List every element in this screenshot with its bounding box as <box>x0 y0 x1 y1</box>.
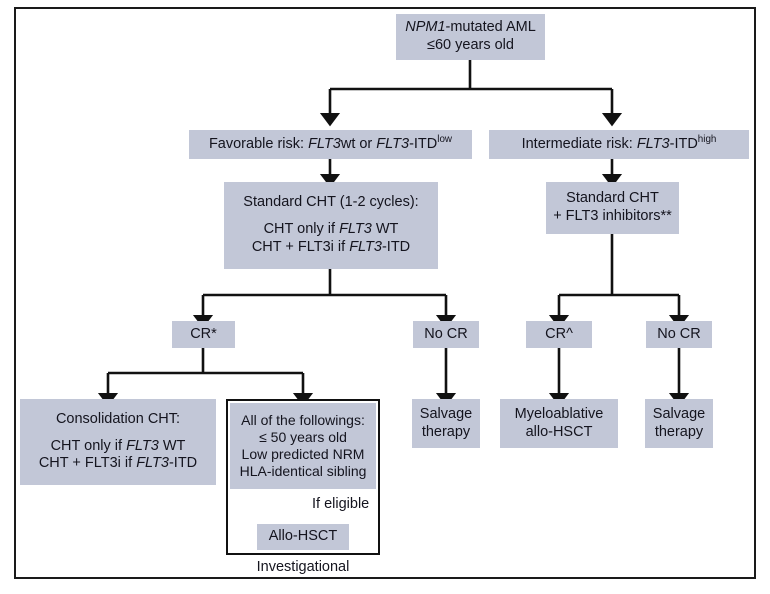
node-salvage-therapy-favorable: Salvage therapy <box>412 399 480 448</box>
node-no-cr-favorable: No CR <box>413 321 479 348</box>
node-favorable-risk: Favorable risk: FLT3wt or FLT3-ITDlow <box>189 130 472 159</box>
no-cr-intermediate-label: No CR <box>657 325 701 342</box>
standard-cht-left-line-3: CHT + FLT3i if FLT3-ITD <box>251 238 411 255</box>
node-myeloablative-allo-hsct: Myeloablative allo-HSCT <box>500 399 618 448</box>
allo-hsct-label: Allo-HSCT <box>268 528 338 545</box>
criteria-line-1: All of the followings: <box>241 411 365 428</box>
node-allo-hsct: Allo-HSCT <box>257 524 349 550</box>
criteria-line-4: HLA-identical sibling <box>239 463 367 480</box>
salvage-left-line-2: therapy <box>421 423 471 440</box>
standard-cht-left-line-1: Standard CHT (1-2 cycles): <box>243 194 419 211</box>
salvage-right-line-2: therapy <box>654 423 704 440</box>
node-intermediate-risk: Intermediate risk: FLT3-ITDhigh <box>489 130 749 159</box>
root-line-2: ≤60 years old <box>427 37 514 53</box>
edge-label-if-eligible: If eligible <box>312 496 370 512</box>
node-no-cr-intermediate: No CR <box>646 321 712 348</box>
node-standard-cht-favorable: Standard CHT (1-2 cycles): CHT only if F… <box>224 182 438 269</box>
investigational-caption: Investigational <box>256 559 350 575</box>
root-line-1: NPM1-mutated AML <box>405 19 536 36</box>
criteria-line-2: ≤ 50 years old <box>259 428 347 445</box>
node-consolidation-cht: Consolidation CHT: CHT only if FLT3 WT C… <box>20 399 216 485</box>
standard-cht-right-line-1: Standard CHT <box>566 190 659 207</box>
no-cr-favorable-label: No CR <box>424 325 468 342</box>
intermediate-risk-label: Intermediate risk: FLT3-ITDhigh <box>521 133 717 152</box>
node-salvage-therapy-intermediate: Salvage therapy <box>645 399 713 448</box>
standard-cht-left-line-2: CHT only if FLT3 WT <box>263 221 399 238</box>
myeloablative-line-2: allo-HSCT <box>525 423 593 440</box>
cr-favorable-label: CR* <box>190 325 217 342</box>
standard-cht-right-line-2: + FLT3 inhibitors** <box>553 208 672 224</box>
salvage-right-line-1: Salvage <box>652 405 706 422</box>
node-transplant-criteria: All of the followings: ≤ 50 years old Lo… <box>230 403 376 489</box>
myeloablative-line-1: Myeloablative <box>514 405 604 422</box>
node-standard-cht-flt3-inhibitors: Standard CHT + FLT3 inhibitors** <box>546 182 679 234</box>
cr-intermediate-label: CR^ <box>545 325 573 342</box>
node-cr-intermediate: CR^ <box>526 321 592 348</box>
criteria-line-3: Low predicted NRM <box>241 446 365 462</box>
consolidation-line-3: CHT + FLT3i if FLT3-ITD <box>38 455 198 472</box>
consolidation-line-2: CHT only if FLT3 WT <box>50 437 186 454</box>
node-cr-favorable: CR* <box>172 321 235 348</box>
salvage-left-line-1: Salvage <box>419 405 473 422</box>
figure-frame <box>14 7 756 579</box>
consolidation-line-1: Consolidation CHT: <box>55 410 181 427</box>
favorable-risk-label: Favorable risk: FLT3wt or FLT3-ITDlow <box>208 133 453 152</box>
node-npm1-mutated-aml: NPM1-mutated AML ≤60 years old <box>396 14 545 60</box>
